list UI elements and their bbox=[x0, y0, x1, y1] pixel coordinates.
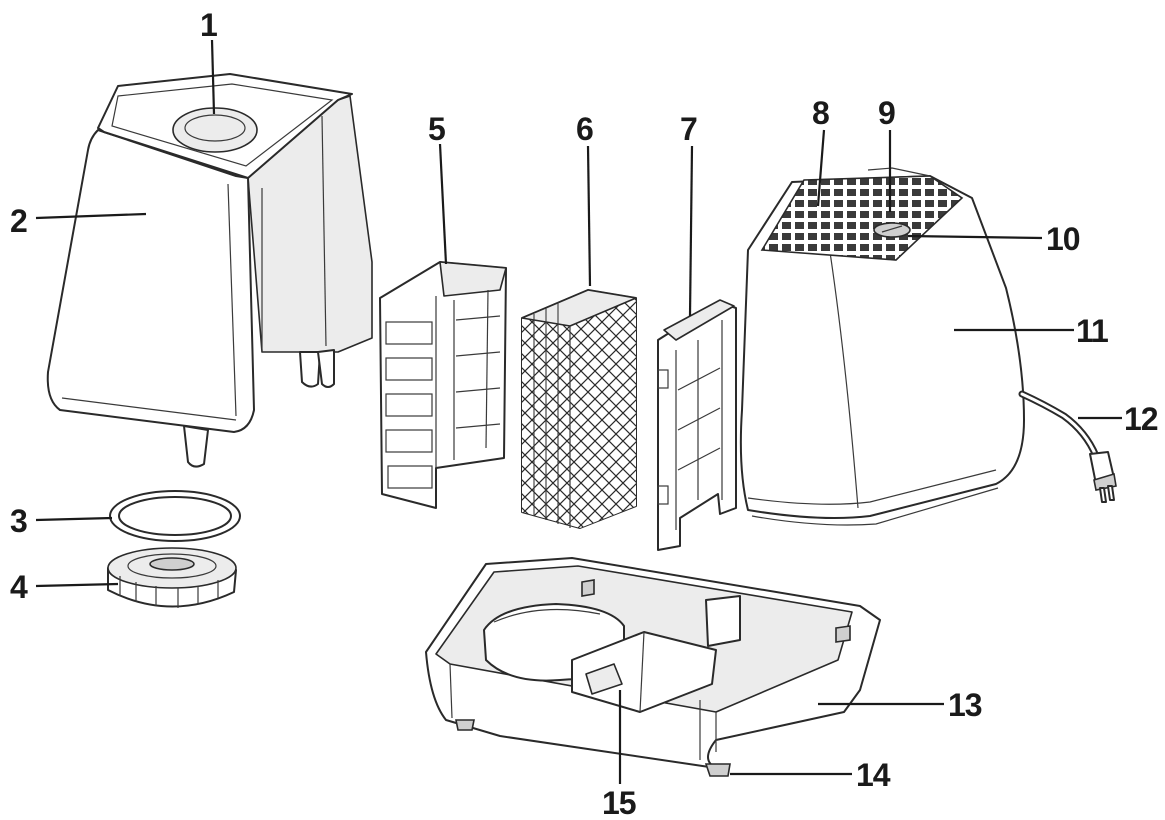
leader-2 bbox=[35, 212, 147, 220]
callout-5: 5 bbox=[428, 111, 445, 147]
filter-frame bbox=[657, 299, 737, 551]
leader-10 bbox=[907, 234, 1043, 240]
callout-labels: 1 2 3 4 5 6 7 8 9 10 11 12 13 14 15 bbox=[10, 7, 1159, 820]
motor-housing bbox=[739, 167, 1025, 526]
top-vent-grid bbox=[760, 175, 964, 261]
leader-5 bbox=[438, 143, 448, 265]
power-cord bbox=[1018, 390, 1117, 503]
leader-3 bbox=[35, 516, 113, 522]
callout-2: 2 bbox=[10, 203, 27, 239]
callout-8: 8 bbox=[812, 95, 829, 131]
callout-3: 3 bbox=[10, 503, 27, 539]
humidistat-knob bbox=[873, 222, 911, 238]
callout-11: 11 bbox=[1076, 313, 1108, 349]
callout-14: 14 bbox=[856, 757, 891, 793]
leader-7 bbox=[688, 145, 694, 317]
tank-cap bbox=[107, 547, 237, 608]
wick-holder bbox=[379, 261, 507, 509]
callout-4: 4 bbox=[10, 569, 28, 605]
leader-6 bbox=[586, 145, 592, 287]
callout-7: 7 bbox=[680, 111, 697, 147]
callout-9: 9 bbox=[878, 95, 895, 131]
leader-8 bbox=[816, 129, 826, 207]
callout-12: 12 bbox=[1124, 401, 1158, 437]
callout-1: 1 bbox=[200, 7, 217, 43]
leader-4 bbox=[35, 582, 119, 588]
wick-filter bbox=[521, 289, 637, 529]
leader-lines bbox=[35, 39, 1122, 784]
water-reservoir-base bbox=[425, 557, 881, 777]
callout-6: 6 bbox=[576, 111, 593, 147]
water-tank bbox=[46, 73, 373, 468]
gasket-ring bbox=[109, 490, 241, 542]
callout-10: 10 bbox=[1046, 221, 1080, 257]
callout-15: 15 bbox=[602, 785, 636, 820]
leader-1 bbox=[210, 39, 216, 115]
callout-13: 13 bbox=[948, 687, 982, 723]
